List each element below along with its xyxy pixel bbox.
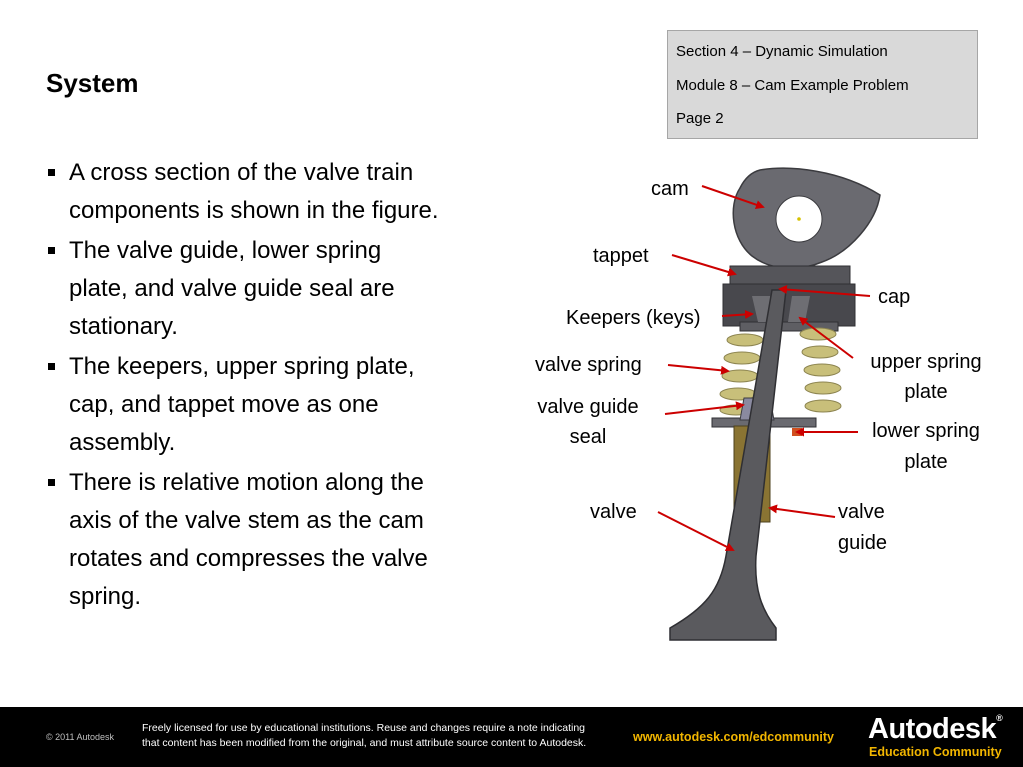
bullet-line: The keepers, upper spring plate, (69, 353, 415, 380)
valve-guide-seal-arrow (664, 401, 745, 415)
keepers-arrow (721, 309, 754, 319)
bullet-square-icon (48, 363, 55, 370)
edcommunity-link[interactable]: www.autodesk.com/edcommunity (633, 730, 834, 744)
registered-mark: ® (996, 713, 1003, 723)
label-cap: cap (878, 286, 910, 308)
label-valve-guide-1: valve (838, 501, 885, 523)
bullet-line: A cross section of the valve train (69, 159, 414, 186)
section-label: Section 4 – Dynamic Simulation (676, 43, 888, 60)
bullet-item: The valve guide, lower spring plate, and… (46, 232, 516, 346)
label-lower-spring-plate-1: lower spring (872, 420, 980, 442)
bullet-line: cap, and tappet move as one (69, 391, 379, 418)
page-label: Page 2 (676, 110, 724, 127)
license-line: that content has been modified from the … (142, 737, 587, 749)
valve-guide-arrow (768, 504, 836, 518)
upper-spring-plate-arrow (798, 316, 854, 359)
bullet-line: spring. (69, 583, 142, 610)
autodesk-logo: Autodesk® (868, 713, 1003, 746)
education-community-label: Education Community (869, 745, 1002, 759)
label-valve-spring: valve spring (535, 354, 642, 376)
valve-arrow (657, 511, 735, 551)
bullet-line: plate, and valve guide seal are (69, 275, 395, 302)
label-cam: cam (651, 178, 689, 200)
label-tappet: tappet (593, 245, 649, 267)
bullet-square-icon (48, 247, 55, 254)
bullet-line: The valve guide, lower spring (69, 237, 382, 264)
license-line: Freely licensed for use by educational i… (142, 722, 586, 734)
section-info-box: Section 4 – Dynamic Simulation Module 8 … (667, 30, 978, 139)
module-label: Module 8 – Cam Example Problem (676, 76, 909, 94)
bullet-item: A cross section of the valve train compo… (46, 154, 516, 230)
bullet-line: axis of the valve stem as the cam (69, 507, 424, 534)
label-valve-guide-seal-1: valve guide (537, 396, 638, 418)
footer-bar: © 2011 Autodesk Freely licensed for use … (0, 707, 1023, 767)
label-lower-spring-plate-2: plate (904, 451, 947, 473)
label-upper-spring-plate-2: plate (904, 381, 947, 403)
keeper-shape (788, 296, 810, 322)
cap-arrow (778, 285, 871, 297)
brand-text: Autodesk (868, 713, 997, 745)
valve-spring-arrow (667, 364, 730, 375)
copyright-text: © 2011 Autodesk (46, 732, 115, 742)
cam-arrow (701, 185, 765, 209)
tappet-shape (729, 265, 851, 287)
bullet-list: A cross section of the valve train compo… (46, 154, 516, 618)
bullet-line: assembly. (69, 429, 176, 456)
bullet-item: The keepers, upper spring plate, cap, an… (46, 348, 516, 462)
slide-title: System (46, 68, 139, 98)
bullet-line: rotates and compresses the valve (69, 545, 428, 572)
label-valve: valve (590, 501, 637, 523)
license-text: Freely licensed for use by educational i… (142, 721, 622, 751)
valve-train-figure: cam tappet cap Keepers (keys) upper spri… (520, 155, 1010, 655)
bullet-line: components is shown in the figure. (69, 197, 439, 224)
bullet-square-icon (48, 169, 55, 176)
label-valve-guide-2: guide (838, 532, 887, 554)
label-upper-spring-plate-1: upper spring (870, 351, 981, 373)
valve-train-diagram: cam tappet cap Keepers (keys) upper spri… (535, 167, 982, 641)
bullet-line: There is relative motion along the (69, 469, 424, 496)
bullet-square-icon (48, 479, 55, 486)
bullet-line: stationary. (69, 313, 178, 340)
valve-shape (669, 289, 787, 641)
cam-center-dot (797, 217, 801, 221)
valve-spring-shape (719, 327, 842, 416)
tappet-arrow (671, 254, 737, 277)
label-keepers: Keepers (keys) (566, 307, 701, 329)
bullet-item: There is relative motion along the axis … (46, 464, 516, 616)
label-valve-guide-seal-2: seal (570, 426, 607, 448)
